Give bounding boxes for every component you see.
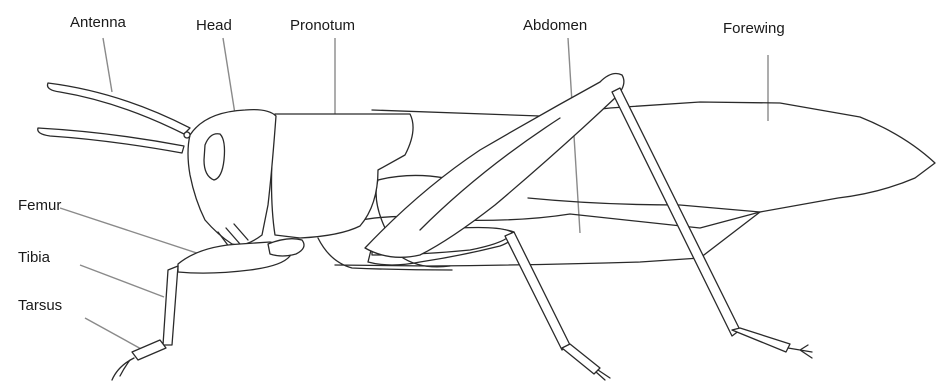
tarsus-leader <box>85 318 143 350</box>
head-shape <box>188 110 276 245</box>
label-head: Head <box>196 17 232 34</box>
tibia-leader <box>80 265 164 297</box>
fore-tibia <box>163 266 178 345</box>
hind-tibia <box>612 88 740 336</box>
antenna-leader <box>103 38 112 92</box>
hind-tarsus <box>732 328 790 352</box>
fore-femur-knob <box>268 239 304 256</box>
label-abdomen: Abdomen <box>523 17 587 34</box>
label-antenna: Antenna <box>70 14 127 31</box>
fore-tarsus <box>132 340 166 360</box>
femur-leader <box>60 208 218 260</box>
antenna-lower <box>38 128 184 153</box>
hind-claw <box>788 345 812 358</box>
label-pronotum: Pronotum <box>290 17 355 34</box>
antenna-base <box>184 132 190 138</box>
label-forewing: Forewing <box>723 20 785 37</box>
forewing-vein <box>528 198 760 212</box>
fore-claw <box>112 358 134 380</box>
middle-claw <box>596 370 610 380</box>
compound-eye <box>204 134 225 180</box>
middle-tarsus <box>562 344 600 374</box>
pronotum-shape <box>272 114 414 238</box>
antenna-upper <box>48 83 191 134</box>
label-femur: Femur <box>18 197 61 214</box>
abdomen-segment-a <box>378 175 445 180</box>
label-tibia: Tibia <box>18 249 51 266</box>
label-tarsus: Tarsus <box>18 297 62 314</box>
middle-tibia <box>505 232 570 350</box>
